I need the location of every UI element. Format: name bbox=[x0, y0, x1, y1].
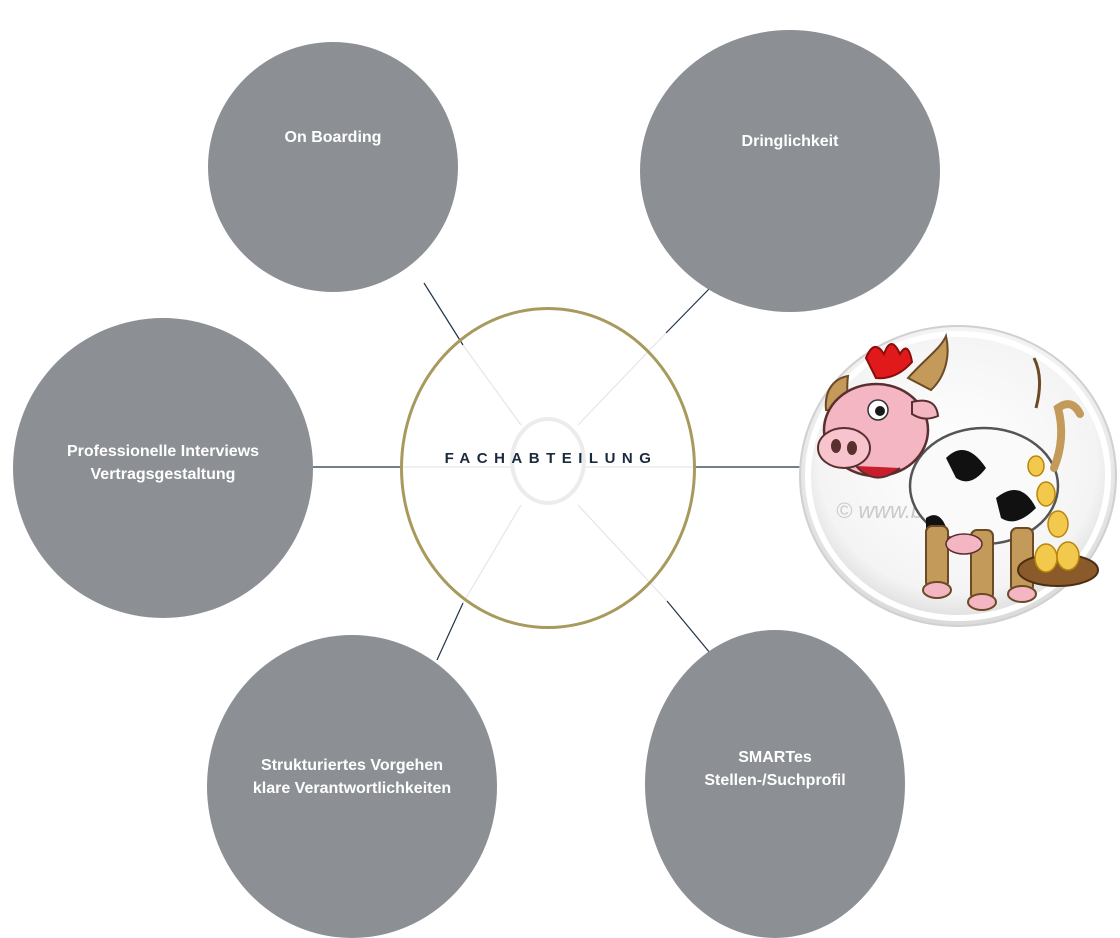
node-strukturiert-label-2: klare Verantwortlichkeiten bbox=[252, 779, 452, 797]
node-onboarding: On Boarding bbox=[208, 42, 458, 292]
node-interviews: Professionelle Interviews Vertragsgestal… bbox=[13, 318, 313, 618]
node-smartes-label-1: SMARTes bbox=[738, 749, 812, 766]
mascot-image: © www.bohutz.de bbox=[796, 318, 1120, 630]
center-circle: FACHABTEILUNG bbox=[400, 307, 696, 629]
node-interviews-label-1: Professionelle Interviews bbox=[66, 443, 260, 460]
connector-strukturiert bbox=[436, 602, 464, 661]
connector-smartes bbox=[666, 600, 716, 660]
node-smartes: SMARTes Stellen-/Suchprofil bbox=[645, 630, 905, 938]
cow-pig-sheep-chicken-mascot-icon: © www.bohutz.de bbox=[799, 325, 1117, 627]
center-title: FACHABTEILUNG bbox=[444, 449, 658, 467]
node-dringlichkeit: Dringlichkeit bbox=[640, 30, 940, 312]
node-strukturiert: Strukturiertes Vorgehen klare Verantwort… bbox=[207, 635, 497, 938]
connector-dringlichkeit bbox=[665, 287, 711, 334]
node-interviews-label-2: Vertragsgestaltung bbox=[90, 466, 236, 483]
node-strukturiert-label-1: Strukturiertes Vorgehen bbox=[261, 756, 443, 774]
node-dringlichkeit-label: Dringlichkeit bbox=[741, 132, 839, 150]
connector-onboarding bbox=[423, 282, 464, 346]
node-smartes-label-2: Stellen-/Suchprofil bbox=[704, 772, 846, 789]
node-onboarding-label: On Boarding bbox=[284, 128, 382, 146]
